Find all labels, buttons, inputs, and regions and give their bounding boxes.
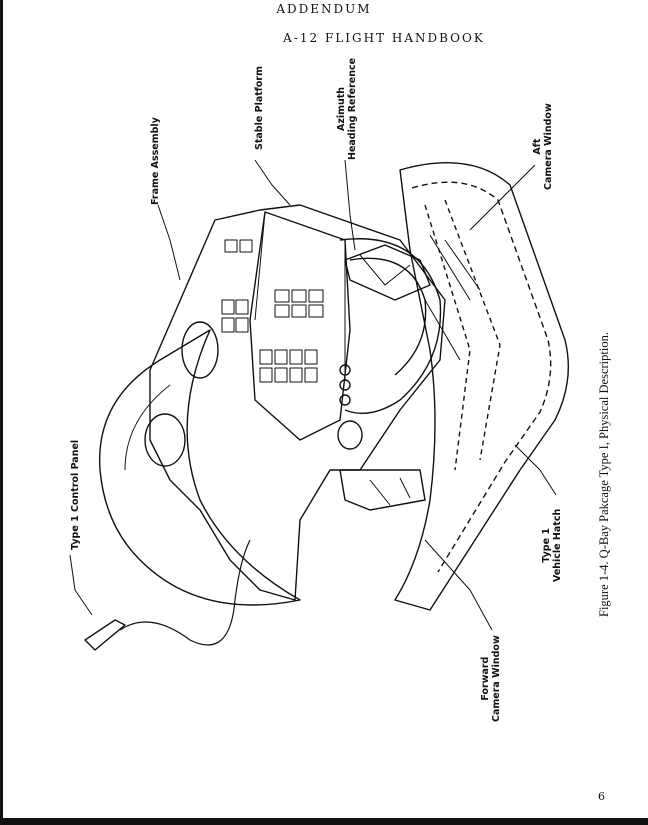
azimuth-unit — [344, 244, 431, 301]
leader-vehicle-hatch — [514, 444, 557, 496]
type1-control-panel — [84, 619, 126, 651]
forward-mount — [339, 469, 426, 511]
vehicle-hatch-outline — [394, 162, 569, 611]
cylinder-tank — [181, 321, 219, 379]
platform-housing — [339, 238, 442, 414]
package-body — [149, 204, 446, 601]
control-panel-cable — [119, 539, 251, 646]
leader-frame-assembly — [157, 204, 181, 281]
vehicle-hatch-inner — [411, 181, 552, 573]
leader-stable-platform — [254, 159, 291, 206]
page-number: 6 — [598, 790, 605, 803]
leader-azimuth — [344, 159, 356, 251]
label-type1-vehicle-hatch: Type 1 Vehicle Hatch — [541, 508, 563, 582]
scan-edge-left — [0, 0, 3, 825]
header-handbook-title: A-12 FLIGHT HANDBOOK — [283, 31, 485, 45]
figure-caption: Figure 1-4. Q-Bay Pakcage Type I, Physic… — [597, 332, 611, 617]
header-addendum: ADDENDUM — [276, 2, 372, 16]
leader-forward-window — [424, 539, 493, 631]
label-frame-assembly: Frame Assembly — [150, 117, 161, 205]
scan-edge-bottom — [0, 818, 648, 825]
label-aft-camera-window: Aft Camera Window — [532, 103, 554, 190]
leader-control-panel — [69, 554, 93, 616]
package-base-ring — [98, 329, 301, 606]
stable-platform-box — [249, 211, 351, 441]
label-azimuth-heading-reference: Azimuth Heading Reference — [336, 57, 358, 160]
label-forward-camera-window: Forward Camera Window — [480, 635, 502, 722]
label-type1-control-panel: Type 1 Control Panel — [70, 439, 81, 550]
leader-aft-camera-window — [469, 164, 536, 231]
label-stable-platform: Stable Platform — [254, 65, 265, 150]
